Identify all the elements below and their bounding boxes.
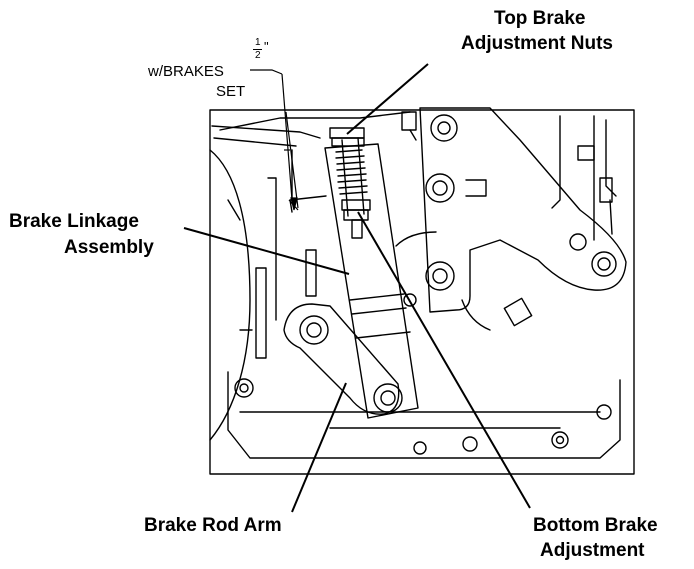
bell-crank-plate xyxy=(419,107,627,313)
label-bottom-line2: Adjustment xyxy=(540,540,645,561)
brake-rod-arm xyxy=(283,303,403,415)
label-linkage-line2: Assembly xyxy=(64,237,154,258)
base-plate xyxy=(227,371,621,459)
leader-top-brake-nuts xyxy=(346,63,429,135)
label-top-brake-line2: Adjustment Nuts xyxy=(461,33,613,54)
dimension-denominator: 2 xyxy=(255,50,261,61)
inch-mark: " xyxy=(264,39,269,54)
dimension-indicator xyxy=(250,69,299,211)
base-bolt-left xyxy=(234,378,254,398)
label-linkage-line1: Brake Linkage xyxy=(9,211,139,232)
leader-brake-linkage xyxy=(183,227,350,275)
crank-bolt-low xyxy=(425,261,455,291)
dimension-numerator: 1 xyxy=(255,37,261,48)
leader-bottom-brake xyxy=(357,211,531,509)
housing-frame xyxy=(209,109,635,475)
label-brake-rod-arm: Brake Rod Arm xyxy=(144,515,282,536)
housing-curve-left xyxy=(209,149,251,441)
label-bottom-line1: Bottom Brake xyxy=(533,515,658,536)
adjustment-spring xyxy=(335,137,368,217)
label-top-brake-line1: Top Brake xyxy=(494,8,586,29)
fraction-bar xyxy=(253,49,262,50)
crank-bolt-mid xyxy=(425,173,455,203)
base-bolt-right xyxy=(551,431,569,449)
dimension-label-line1: w/BRAKES xyxy=(148,63,224,80)
leader-brake-rod-arm xyxy=(291,382,347,513)
crank-bolt-top xyxy=(430,114,458,142)
left-rail xyxy=(255,267,267,359)
dimension-label-line2: SET xyxy=(216,83,246,100)
housing-top-edge xyxy=(219,111,411,131)
crank-end-nut xyxy=(591,251,617,277)
